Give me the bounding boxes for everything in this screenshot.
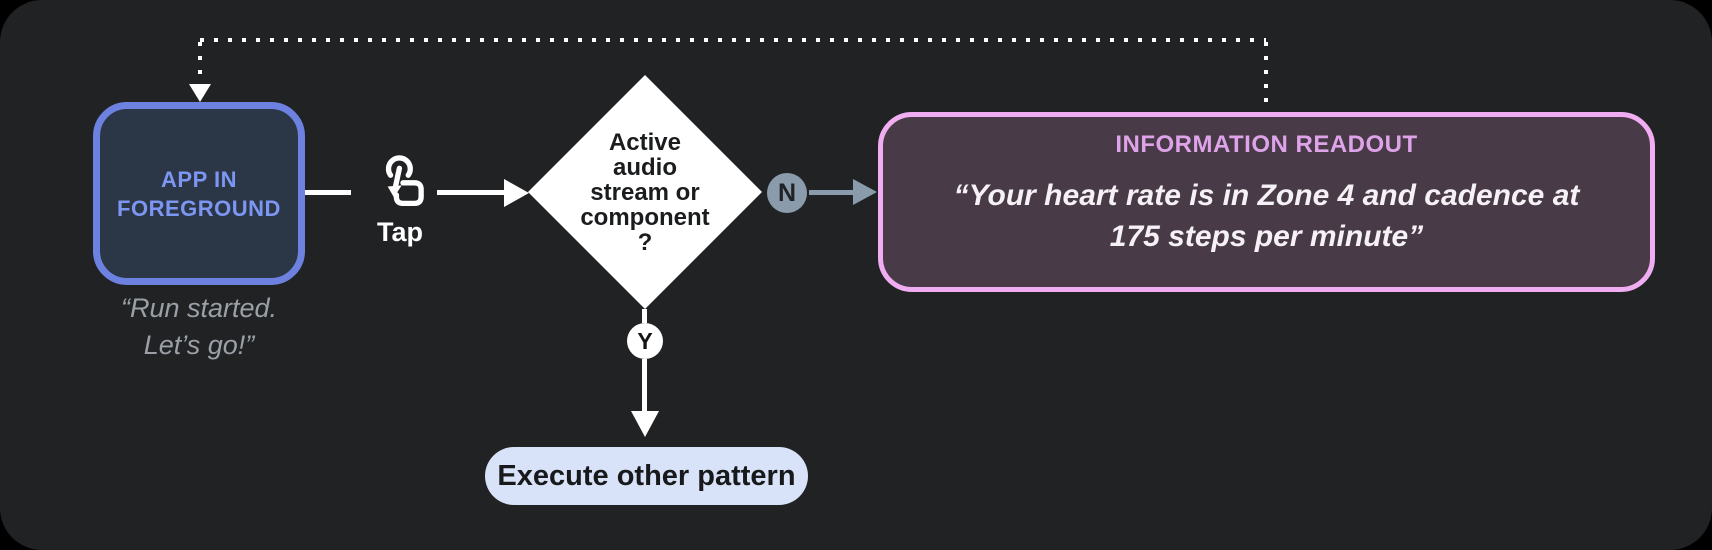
connector-tap-to-decision xyxy=(437,190,505,195)
action-pill: Execute other pattern xyxy=(485,447,808,505)
connector-app-to-tap xyxy=(305,190,351,195)
app-foreground-caption: “Run started. Let’s go!” xyxy=(63,290,335,364)
decision-line-3: stream or xyxy=(590,178,700,206)
readout-quote-line2: 175 steps per minute” xyxy=(1109,220,1424,253)
decision-arrowhead-icon xyxy=(504,179,529,207)
caption-line1: “Run started. xyxy=(120,293,278,323)
decision-line-1: Active xyxy=(608,128,682,156)
readout-quote-line1: “Your heart rate is in Zone 4 and cadenc… xyxy=(953,179,1580,212)
branch-no-label: N xyxy=(777,178,797,207)
decision-label: Active audio stream or component ? xyxy=(580,130,709,255)
action-arrowhead-icon xyxy=(631,411,659,437)
connector-yes-to-action xyxy=(642,359,647,412)
decision-line-5: ? xyxy=(637,228,653,256)
decision-diamond: Active audio stream or component ? xyxy=(528,75,762,309)
action-label: Execute other pattern xyxy=(497,459,796,492)
feedback-loop-left-dotted-line xyxy=(198,42,202,84)
app-foreground-node: APP IN FOREGROUND xyxy=(93,102,305,285)
readout-arrowhead-icon xyxy=(853,179,877,205)
decision-line-4: component xyxy=(580,203,710,231)
tap-gesture-icon xyxy=(385,155,424,207)
connector-no-to-readout xyxy=(809,190,855,195)
feedback-loop-arrowhead-icon xyxy=(189,84,211,102)
branch-no-badge: N xyxy=(767,173,807,213)
tap-gesture-group: Tap xyxy=(352,152,448,248)
branch-yes-label: Y xyxy=(637,327,653,354)
feedback-loop-right-dotted-line xyxy=(1264,42,1268,104)
app-foreground-label-line2: FOREGROUND xyxy=(117,195,281,221)
readout-quote: “Your heart rate is in Zone 4 and cadenc… xyxy=(954,175,1580,257)
decision-line-2: audio xyxy=(612,153,677,181)
information-readout-card: INFORMATION READOUT “Your heart rate is … xyxy=(878,112,1655,292)
feedback-loop-horizontal-dotted-line xyxy=(200,38,1266,42)
readout-title: INFORMATION READOUT xyxy=(1115,131,1418,158)
caption-line2: Let’s go!” xyxy=(143,330,255,360)
app-foreground-label-line1: APP IN xyxy=(161,166,237,192)
connector-decision-to-yes xyxy=(642,309,647,323)
branch-yes-badge: Y xyxy=(627,323,663,359)
tap-label: Tap xyxy=(377,217,423,247)
